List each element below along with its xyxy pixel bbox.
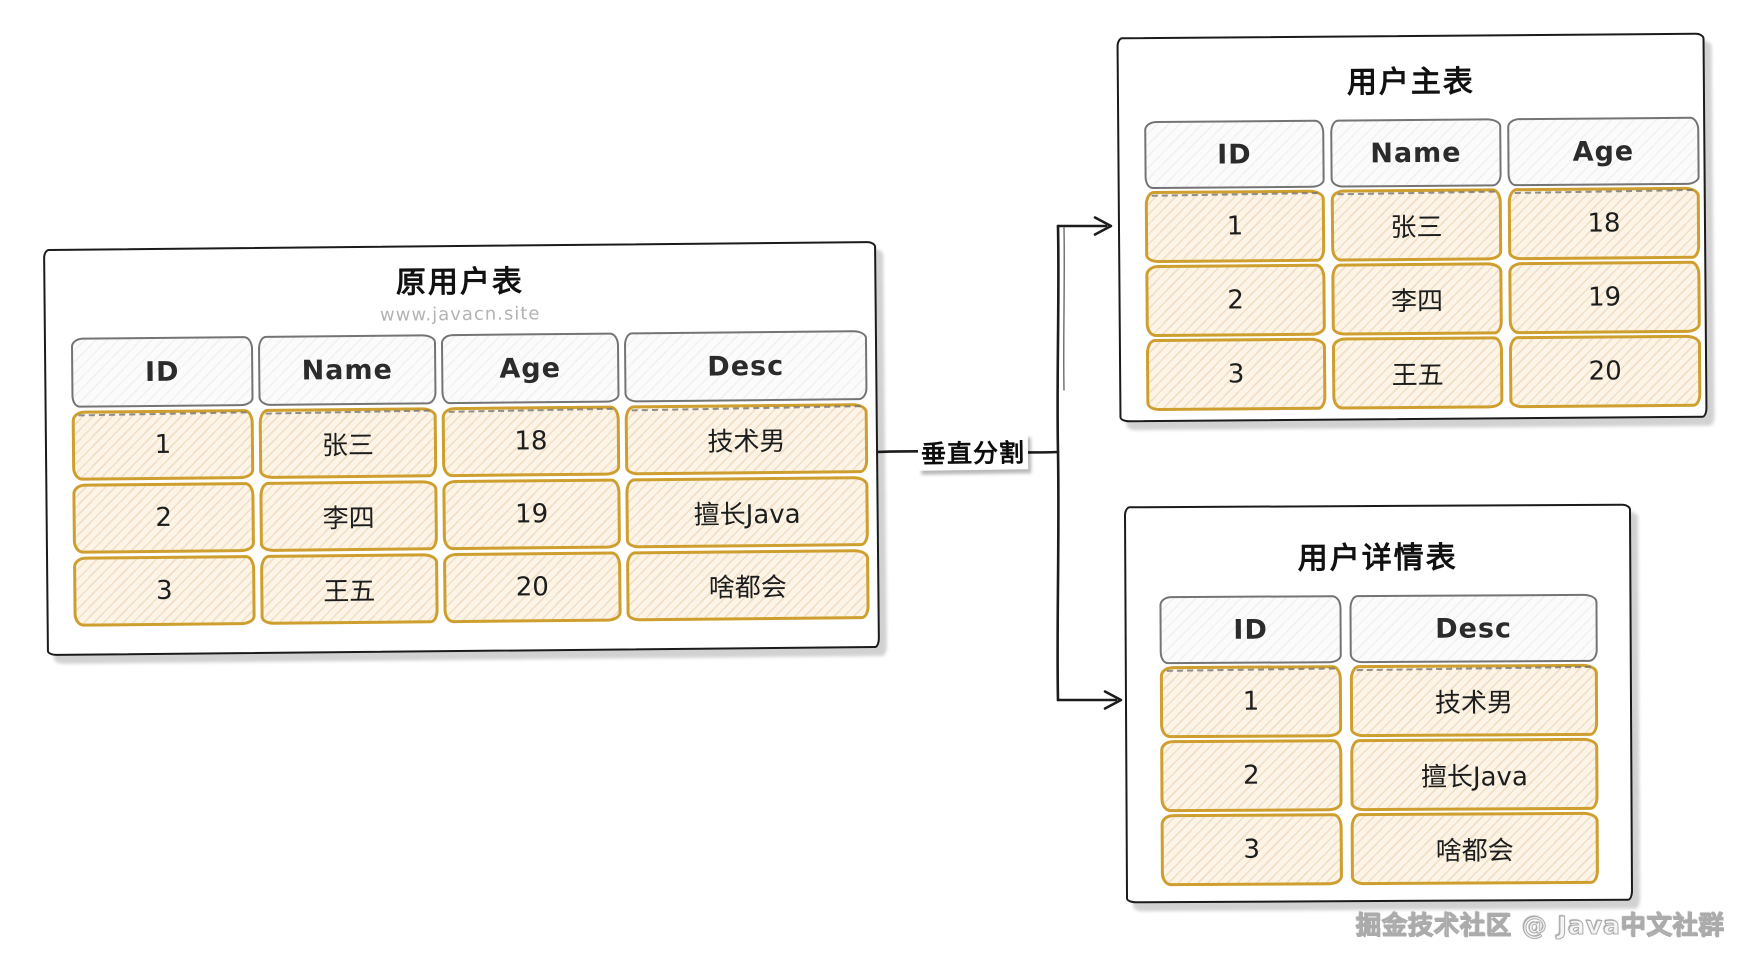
- header-cell: Name: [257, 334, 437, 406]
- table-cell: 20: [443, 551, 622, 624]
- watermark-text: 掘金技术社区 @ Java中文社群: [1356, 911, 1725, 941]
- table-cell: 擅长Java: [1350, 737, 1599, 812]
- vertical-split-label: 垂直分割: [917, 433, 1029, 471]
- connector-trunk-sketch-stroke: [1063, 227, 1065, 391]
- header-cell: ID: [1144, 119, 1325, 190]
- table-cell: 2: [72, 481, 255, 554]
- table-cell: 擅长Java: [625, 476, 869, 549]
- table-cell: 张三: [258, 407, 438, 479]
- table-cell: 啥都会: [1350, 811, 1599, 886]
- table-cell: 2: [1145, 263, 1326, 338]
- table-cell: 18: [441, 405, 621, 478]
- header-cell: Age: [440, 332, 620, 405]
- user-main-table: ID Name Age 1 张三 18 2 李四 19 3 王五 20: [1144, 116, 1702, 412]
- table-cell: 19: [442, 478, 621, 551]
- table-cell: 王五: [1331, 336, 1504, 410]
- connector-trunk-up: [1056, 224, 1060, 454]
- table-cell: 技术男: [624, 403, 869, 476]
- table-cell: 1: [1159, 665, 1343, 739]
- header-cell: Age: [1507, 116, 1700, 187]
- table-cell: 3: [73, 554, 256, 627]
- table-cell: 2: [1160, 739, 1343, 813]
- panel-title: 用户主表: [1346, 64, 1475, 101]
- table-cell: 19: [1508, 260, 1701, 335]
- table-cell: 20: [1508, 334, 1702, 409]
- user-detail-table: ID Desc 1 技术男 2 擅长Java 3 啥都会: [1159, 593, 1599, 887]
- arrow-right-icon: [1093, 216, 1113, 236]
- table-cell: 李四: [1331, 262, 1503, 336]
- panel-original-user-table: 原用户表 www.javacn.site ID Name Age Desc 1 …: [43, 241, 880, 656]
- table-cell: 3: [1160, 813, 1343, 887]
- header-cell: Desc: [623, 330, 868, 403]
- table-cell: 王五: [260, 553, 439, 625]
- panel-user-main-table: 用户主表 ID Name Age 1 张三 18 2 李四 19 3 王五 20: [1116, 32, 1708, 423]
- table-cell: 啥都会: [625, 549, 870, 622]
- panel-subtitle-url: www.javacn.site: [379, 303, 541, 326]
- original-user-table: ID Name Age Desc 1 张三 18 技术男 2 李四 19 擅长J…: [70, 330, 870, 627]
- panel-title: 原用户表: [395, 264, 525, 301]
- header-cell: ID: [1159, 595, 1342, 665]
- table-cell: 1: [1144, 189, 1326, 264]
- table-cell: 技术男: [1349, 663, 1599, 738]
- table-cell: 张三: [1330, 188, 1503, 262]
- table-cell: 1: [71, 408, 255, 481]
- table-cell: 3: [1145, 337, 1327, 412]
- header-cell: Desc: [1349, 593, 1598, 664]
- connector-trunk-down: [1056, 450, 1060, 702]
- table-cell: 李四: [259, 480, 438, 552]
- header-cell: Name: [1330, 118, 1502, 188]
- table-cell: 18: [1507, 186, 1701, 261]
- panel-user-detail-table: 用户详情表 ID Desc 1 技术男 2 擅长Java 3 啥都会: [1123, 503, 1634, 904]
- panel-title: 用户详情表: [1297, 540, 1458, 577]
- arrow-right-icon: [1103, 690, 1123, 710]
- header-cell: ID: [70, 335, 254, 408]
